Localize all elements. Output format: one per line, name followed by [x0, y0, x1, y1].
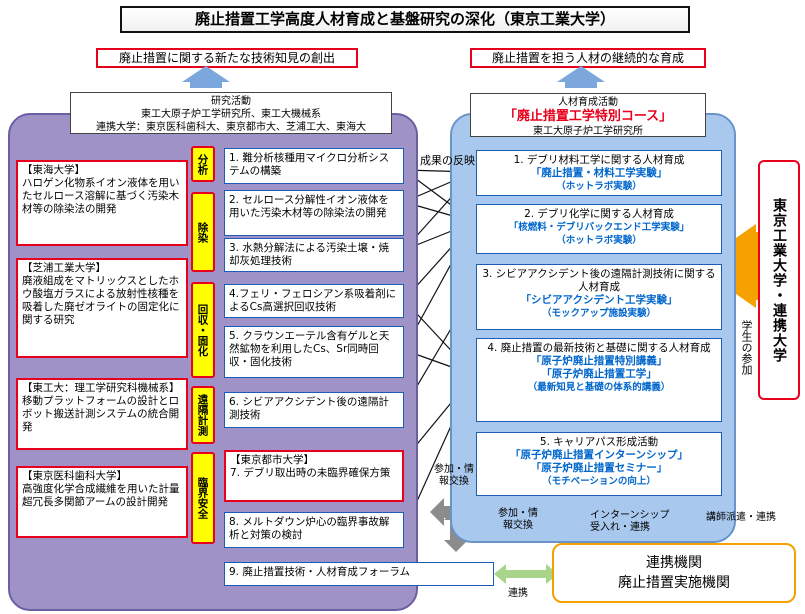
hr-item-course-2: 「原子炉廃止措置工学」 [541, 368, 657, 380]
hr-item-title: 4. 廃止措置の最新技術と基礎に関する人材育成 [487, 342, 711, 354]
topic-5: 5. クラウンエーテル含有ゲルと天然鉱物を利用したCs、Sr同時回収・固化技術 [224, 326, 404, 378]
university-box-label: 東京工業大学・連携大学 [771, 197, 787, 363]
hr-item-note: （ホットラボ実験） [556, 181, 642, 192]
student-participation-label: 学生の参加 [740, 320, 753, 375]
hr-item-1: 1. デブリ材料工学に関する人材育成 「廃止措置・材料工学実験」 （ホットラボ実… [476, 150, 722, 196]
topic-6: 6. シビアアクシデント後の遠隔計測技術 [224, 392, 404, 428]
up-arrow-right [557, 66, 605, 88]
hr-item-course: 「シビアアクシデント工学実験」 [520, 294, 678, 306]
hr-item-title: 2. デブリ化学に関する人材育成 [524, 208, 674, 220]
partner-body: 移動プラットフォームの設計とロボット搬送計測システムの統合開発 [22, 395, 180, 433]
hr-item-course-2: 「原子炉廃止措置セミナー」 [530, 462, 668, 474]
outcome-education: 廃止措置を担う人材の継続的な育成 [470, 48, 706, 68]
outcome-knowledge: 廃止措置に関する新たな技術知見の創出 [96, 48, 358, 68]
education-title: 人材育成活動 [558, 97, 618, 108]
hr-item-course: 「原子炉廃止措置特別講義」 [530, 355, 668, 367]
partner-body: 廃液組成をマトリックスとしたホウ酸塩ガラスによる放射性核種を吸着した廃ゼオライト… [22, 275, 180, 326]
exchange-label-2: 参加・情報交換 [498, 508, 538, 531]
up-arrow-left [182, 66, 230, 88]
partner-organization: 連携機関 廃止措置実施機関 [552, 543, 796, 603]
topic-7-body: 7. デブリ取出時の未臨界確保方策 [230, 467, 391, 479]
hr-item-5: 5. キャリアパス形成活動 「原子炉廃止措置インターンシップ」 「原子炉廃止措置… [476, 432, 722, 496]
university-box: 東京工業大学・連携大学 [758, 160, 800, 400]
topic-2: 2. セルロース分解性イオン液体を用いた汚染木材等の除染法の開発 [224, 190, 404, 236]
green-arrow-forum [494, 564, 558, 584]
category-recovery-solidification: 回収・固化 [191, 282, 215, 378]
partner-tokai: 【東海大学】 ハロゲン化物系イオン液体を用いたセルロース溶解に基づく汚染木材等の… [16, 160, 188, 246]
hr-item-course: 「核燃料・デブリバックエンド工学実験」 [508, 222, 690, 233]
hr-item-course: 「廃止措置・材料工学実験」 [530, 167, 668, 179]
internship-label: インターンシップ受入れ・連携 [590, 510, 670, 533]
partner-titech-mech: 【東工大：理工学研究科機械系】 移動プラットフォームの設計とロボット搬送計測シス… [16, 378, 188, 450]
feedback-label: 成果の反映 [420, 154, 475, 167]
dispatch-label: 講師派遣・連携 [706, 512, 776, 523]
hr-item-note: （モチベーションの向上） [542, 476, 656, 487]
category-decontamination: 除染 [191, 192, 215, 272]
topic-7: 【東京都市大学】 7. デブリ取出時の未臨界確保方策 [224, 450, 404, 502]
hr-item-course: 「原子炉廃止措置インターンシップ」 [510, 449, 688, 461]
category-remote-measurement: 遠隔計測 [191, 386, 215, 444]
exchange-label-1: 参加・情報交換 [434, 464, 474, 487]
topic-1: 1. 難分析核種用マイクロ分析システムの構築 [224, 148, 404, 184]
hr-item-note: （ホットラボ実験） [556, 235, 642, 246]
topic-7-org: 【東京都市大学】 [230, 454, 314, 466]
hr-item-title: 5. キャリアパス形成活動 [539, 436, 659, 448]
partner-name: 【東海大学】 [22, 164, 85, 176]
hr-item-4: 4. 廃止措置の最新技術と基礎に関する人材育成 「原子炉廃止措置特別講義」 「原… [476, 338, 722, 422]
hr-item-note: （最新知見と基礎の体系的講義） [527, 382, 671, 393]
research-line2: 連携大学：東京医科歯科大、東京都市大、芝浦工大、東海大 [96, 122, 366, 133]
hr-item-title: 3. シビアアクシデント後の遠隔計測技術に関する人材育成 [482, 268, 716, 293]
category-criticality-safety: 臨界安全 [191, 452, 215, 544]
partner-name: 【東工大：理工学研究科機械系】 [22, 382, 180, 394]
partner-tmdu: 【東京医科歯科大学】 高強度化学合成繊維を用いた計量超冗長多関節アームの設計開発 [16, 466, 188, 538]
partner-organization-line2: 廃止措置実施機関 [618, 575, 730, 591]
partner-name: 【芝浦工業大学】 [22, 262, 106, 274]
research-line1: 東工大原子炉工学研究所、東工大機械系 [141, 109, 321, 120]
partner-body: ハロゲン化物系イオン液体を用いたセルロース溶解に基づく汚染木材等の除染法の開発 [22, 177, 180, 215]
hr-item-3: 3. シビアアクシデント後の遠隔計測技術に関する人材育成 「シビアアクシデント工… [476, 264, 722, 330]
hr-item-2: 2. デブリ化学に関する人材育成 「核燃料・デブリバックエンド工学実験」 （ホッ… [476, 204, 722, 254]
partner-shibaura: 【芝浦工業大学】 廃液組成をマトリックスとしたホウ酸塩ガラスによる放射性核種を吸… [16, 258, 188, 358]
education-header: 人材育成活動 「廃止措置工学特別コース」 東工大原子炉工学研究所 [470, 93, 706, 137]
topic-4: 4.フェリ・フェロシアン系吸着剤によるCs高選択回収技術 [224, 284, 404, 318]
research-title: 研究活動 [211, 96, 251, 107]
page-title: 廃止措置工学高度人材育成と基盤研究の深化（東京工業大学） [120, 6, 690, 33]
topic-9-forum: 9. 廃止措置技術・人材育成フォーラム [224, 562, 494, 586]
partner-body: 高強度化学合成繊維を用いた計量超冗長多関節アームの設計開発 [22, 483, 180, 508]
hr-item-note: （モックアップ施設実験） [541, 308, 656, 319]
hr-item-title: 1. デブリ材料工学に関する人材育成 [513, 154, 685, 166]
partner-organization-line1: 連携機関 [646, 555, 702, 571]
education-org: 東工大原子炉工学研究所 [533, 126, 643, 137]
topic-8: 8. メルトダウン炉心の臨界事故解析と対策の検討 [224, 512, 404, 548]
special-course-name: 「廃止措置工学特別コース」 [503, 109, 673, 124]
partner-name: 【東京医科歯科大学】 [22, 470, 127, 482]
research-header: 研究活動 東工大原子炉工学研究所、東工大機械系 連携大学：東京医科歯科大、東京都… [70, 92, 392, 134]
topic-3: 3. 水熱分解法による汚染土壌・焼却灰処理技術 [224, 238, 404, 272]
cooperation-label: 連携 [508, 588, 528, 599]
category-analysis: 分析 [191, 146, 215, 182]
